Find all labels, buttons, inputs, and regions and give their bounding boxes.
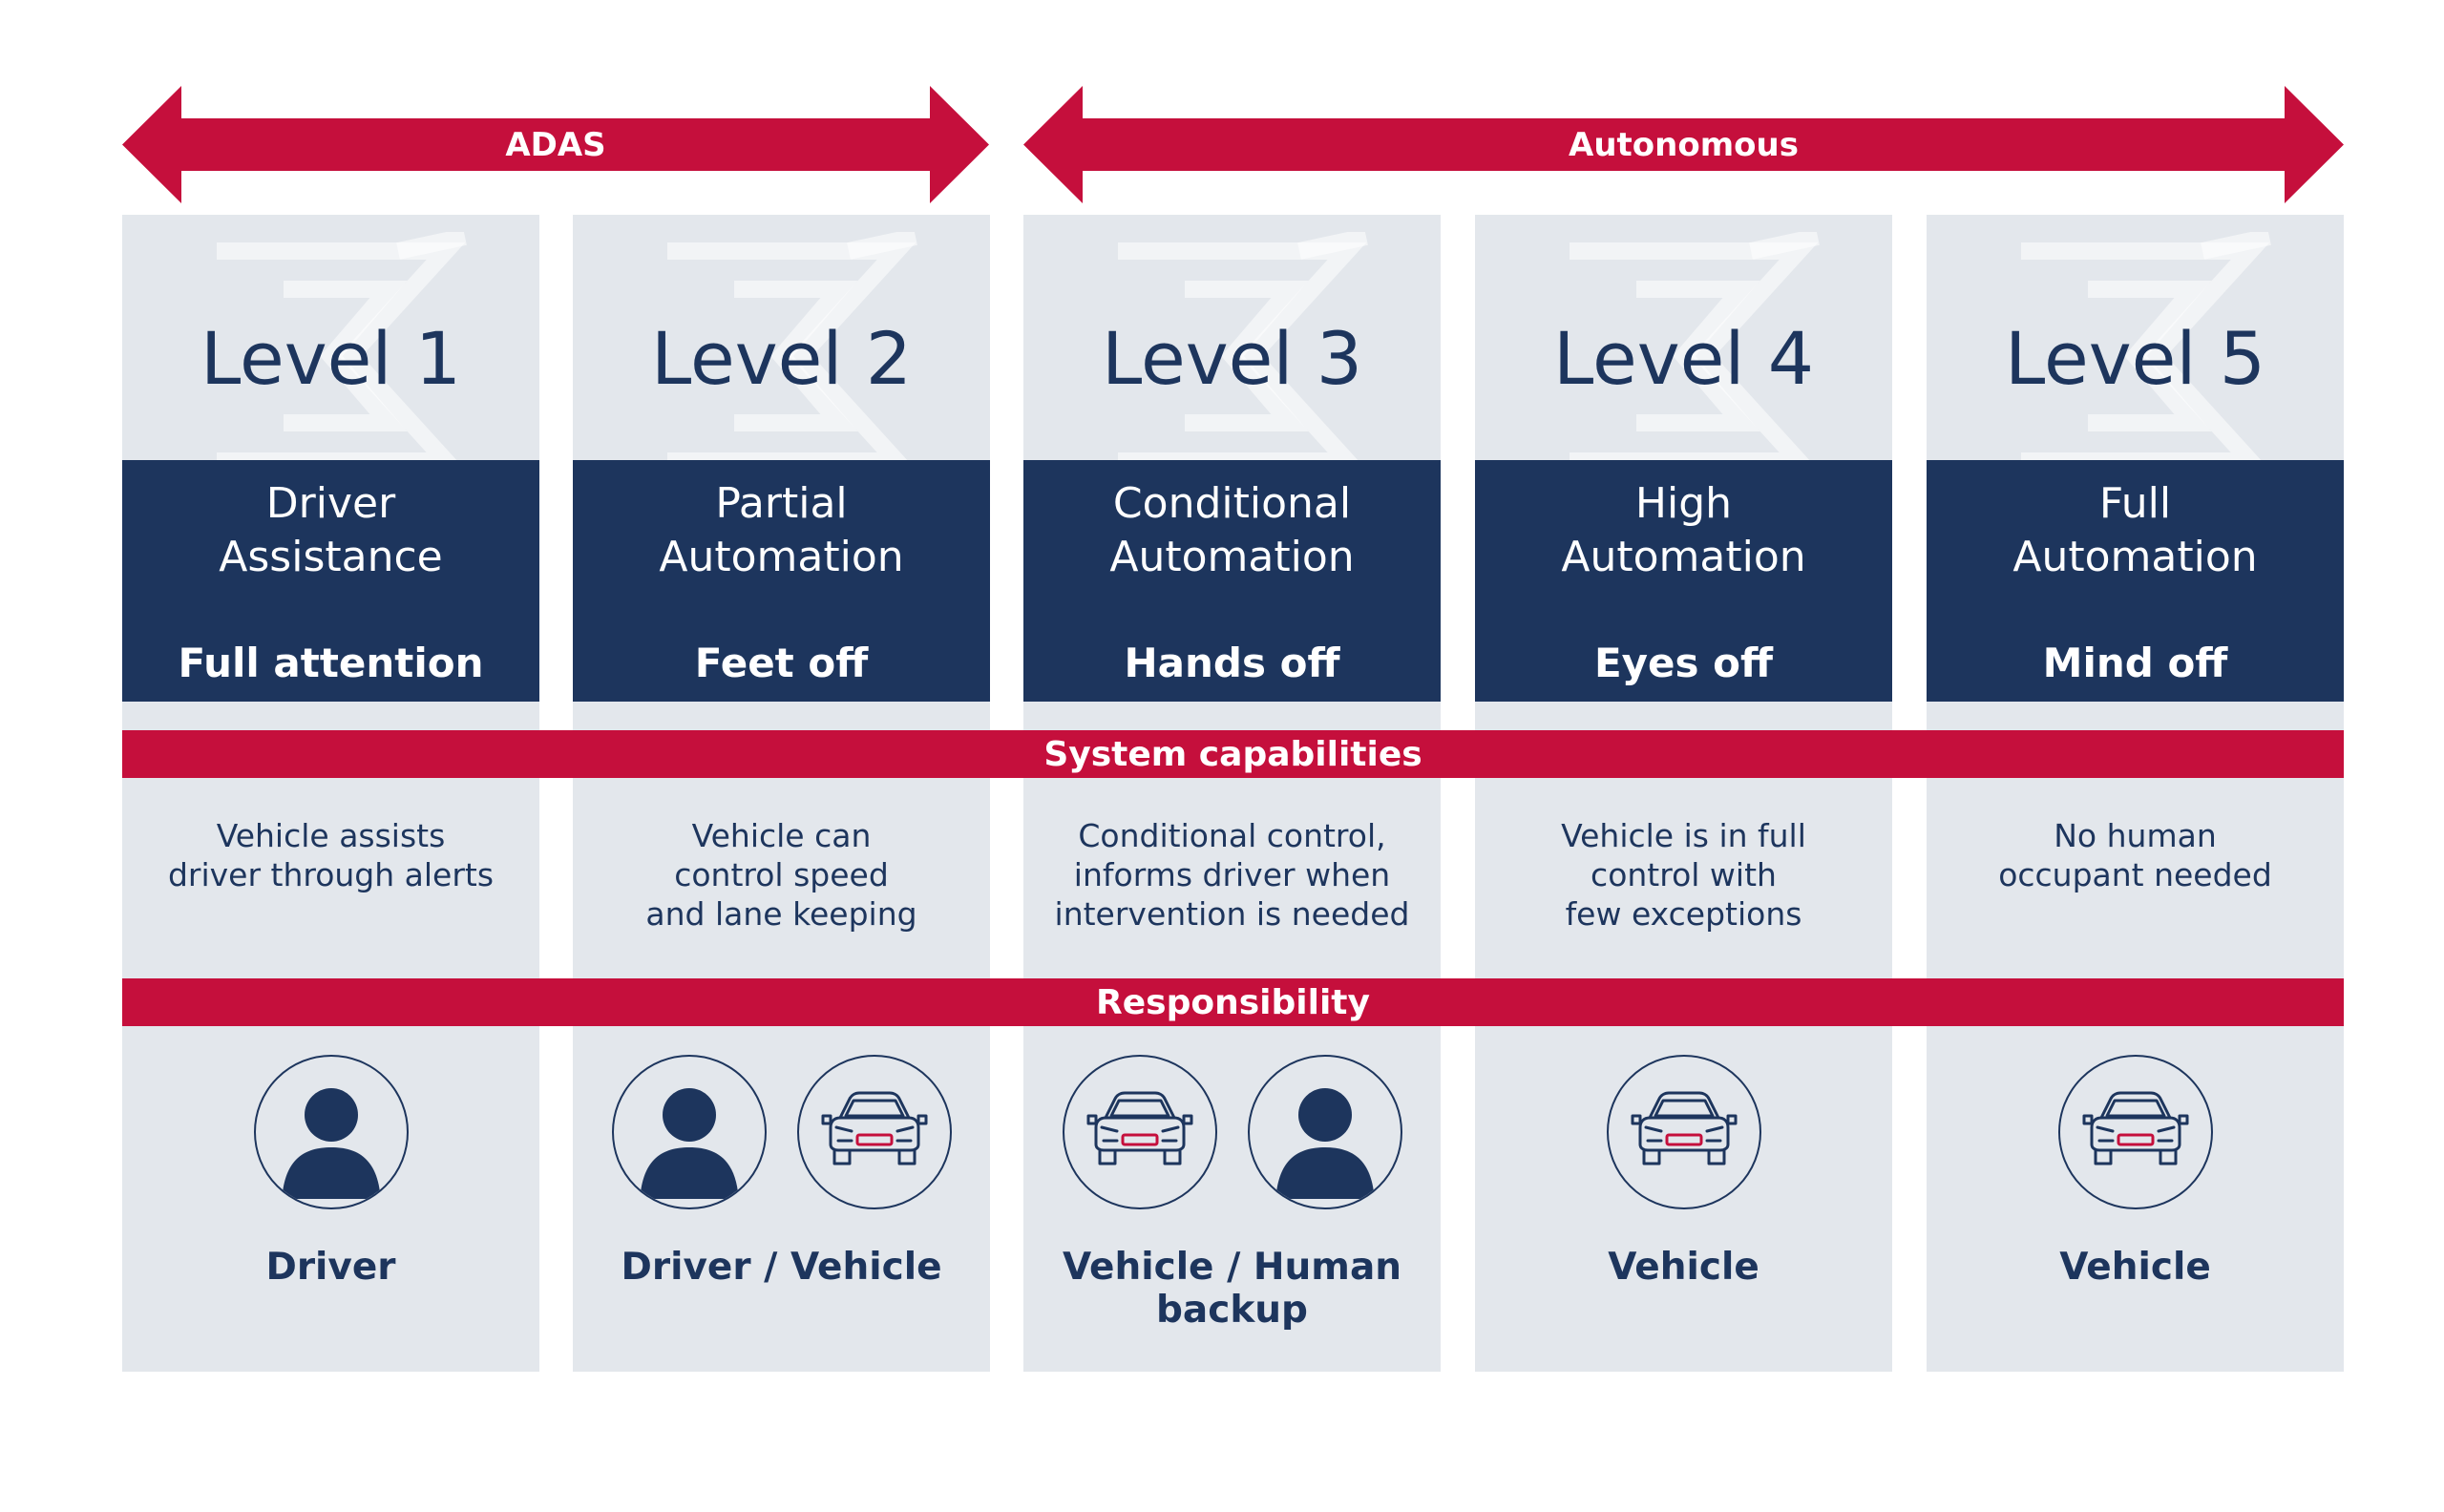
car-icon-circle [796, 1055, 952, 1209]
level-tagline: Feet off [694, 640, 869, 686]
level-tagline: Full attention [178, 640, 484, 686]
level-title: Level 4 [1552, 315, 1815, 401]
responsibility-icons [573, 1055, 990, 1213]
adas-arrow-shape [122, 86, 989, 203]
level-title: Level 2 [650, 315, 913, 401]
responsibility-icons [1927, 1055, 2344, 1213]
level-title: Level 1 [200, 315, 462, 401]
responsibility-label: Vehicle [1608, 1246, 1759, 1289]
responsibility-label: Driver [265, 1246, 396, 1289]
adas-label: ADAS [505, 125, 606, 164]
car-icon-circle [1062, 1055, 1217, 1209]
car-icon [1086, 1091, 1192, 1166]
level-title: Level 5 [2004, 315, 2266, 401]
level-tagline: Mind off [2042, 640, 2228, 686]
car-icon-circle [2057, 1055, 2213, 1209]
responsibility-label: Driver / Vehicle [621, 1246, 942, 1289]
autonomous-arrow: Autonomous [1023, 86, 2344, 203]
level-tagline: Eyes off [1593, 640, 1774, 686]
person-icon-circle [253, 1055, 409, 1209]
adas-arrow: ADAS [122, 86, 989, 203]
responsibility-band: Responsibility [122, 978, 2344, 1026]
person-icon-circle [1247, 1055, 1402, 1209]
car-icon-circle [1606, 1055, 1761, 1209]
autonomous-label: Autonomous [1569, 125, 1799, 164]
person-icon [1275, 1088, 1375, 1199]
responsibility-icons [1475, 1055, 1892, 1213]
responsibility-icons [1023, 1055, 1441, 1213]
level-tagline: Hands off [1124, 640, 1340, 686]
level-title: Level 3 [1101, 315, 1363, 401]
car-icon [1631, 1091, 1737, 1166]
system-capabilities-band: System capabilities [122, 730, 2344, 778]
person-icon-circle [611, 1055, 767, 1209]
person-icon [281, 1088, 381, 1199]
responsibility-icons [122, 1055, 539, 1213]
autonomous-arrow-shape [1023, 86, 2344, 203]
person-icon [639, 1088, 739, 1199]
responsibility-label: Vehicle [2059, 1246, 2211, 1289]
car-icon [2082, 1091, 2188, 1166]
car-icon [821, 1091, 927, 1166]
